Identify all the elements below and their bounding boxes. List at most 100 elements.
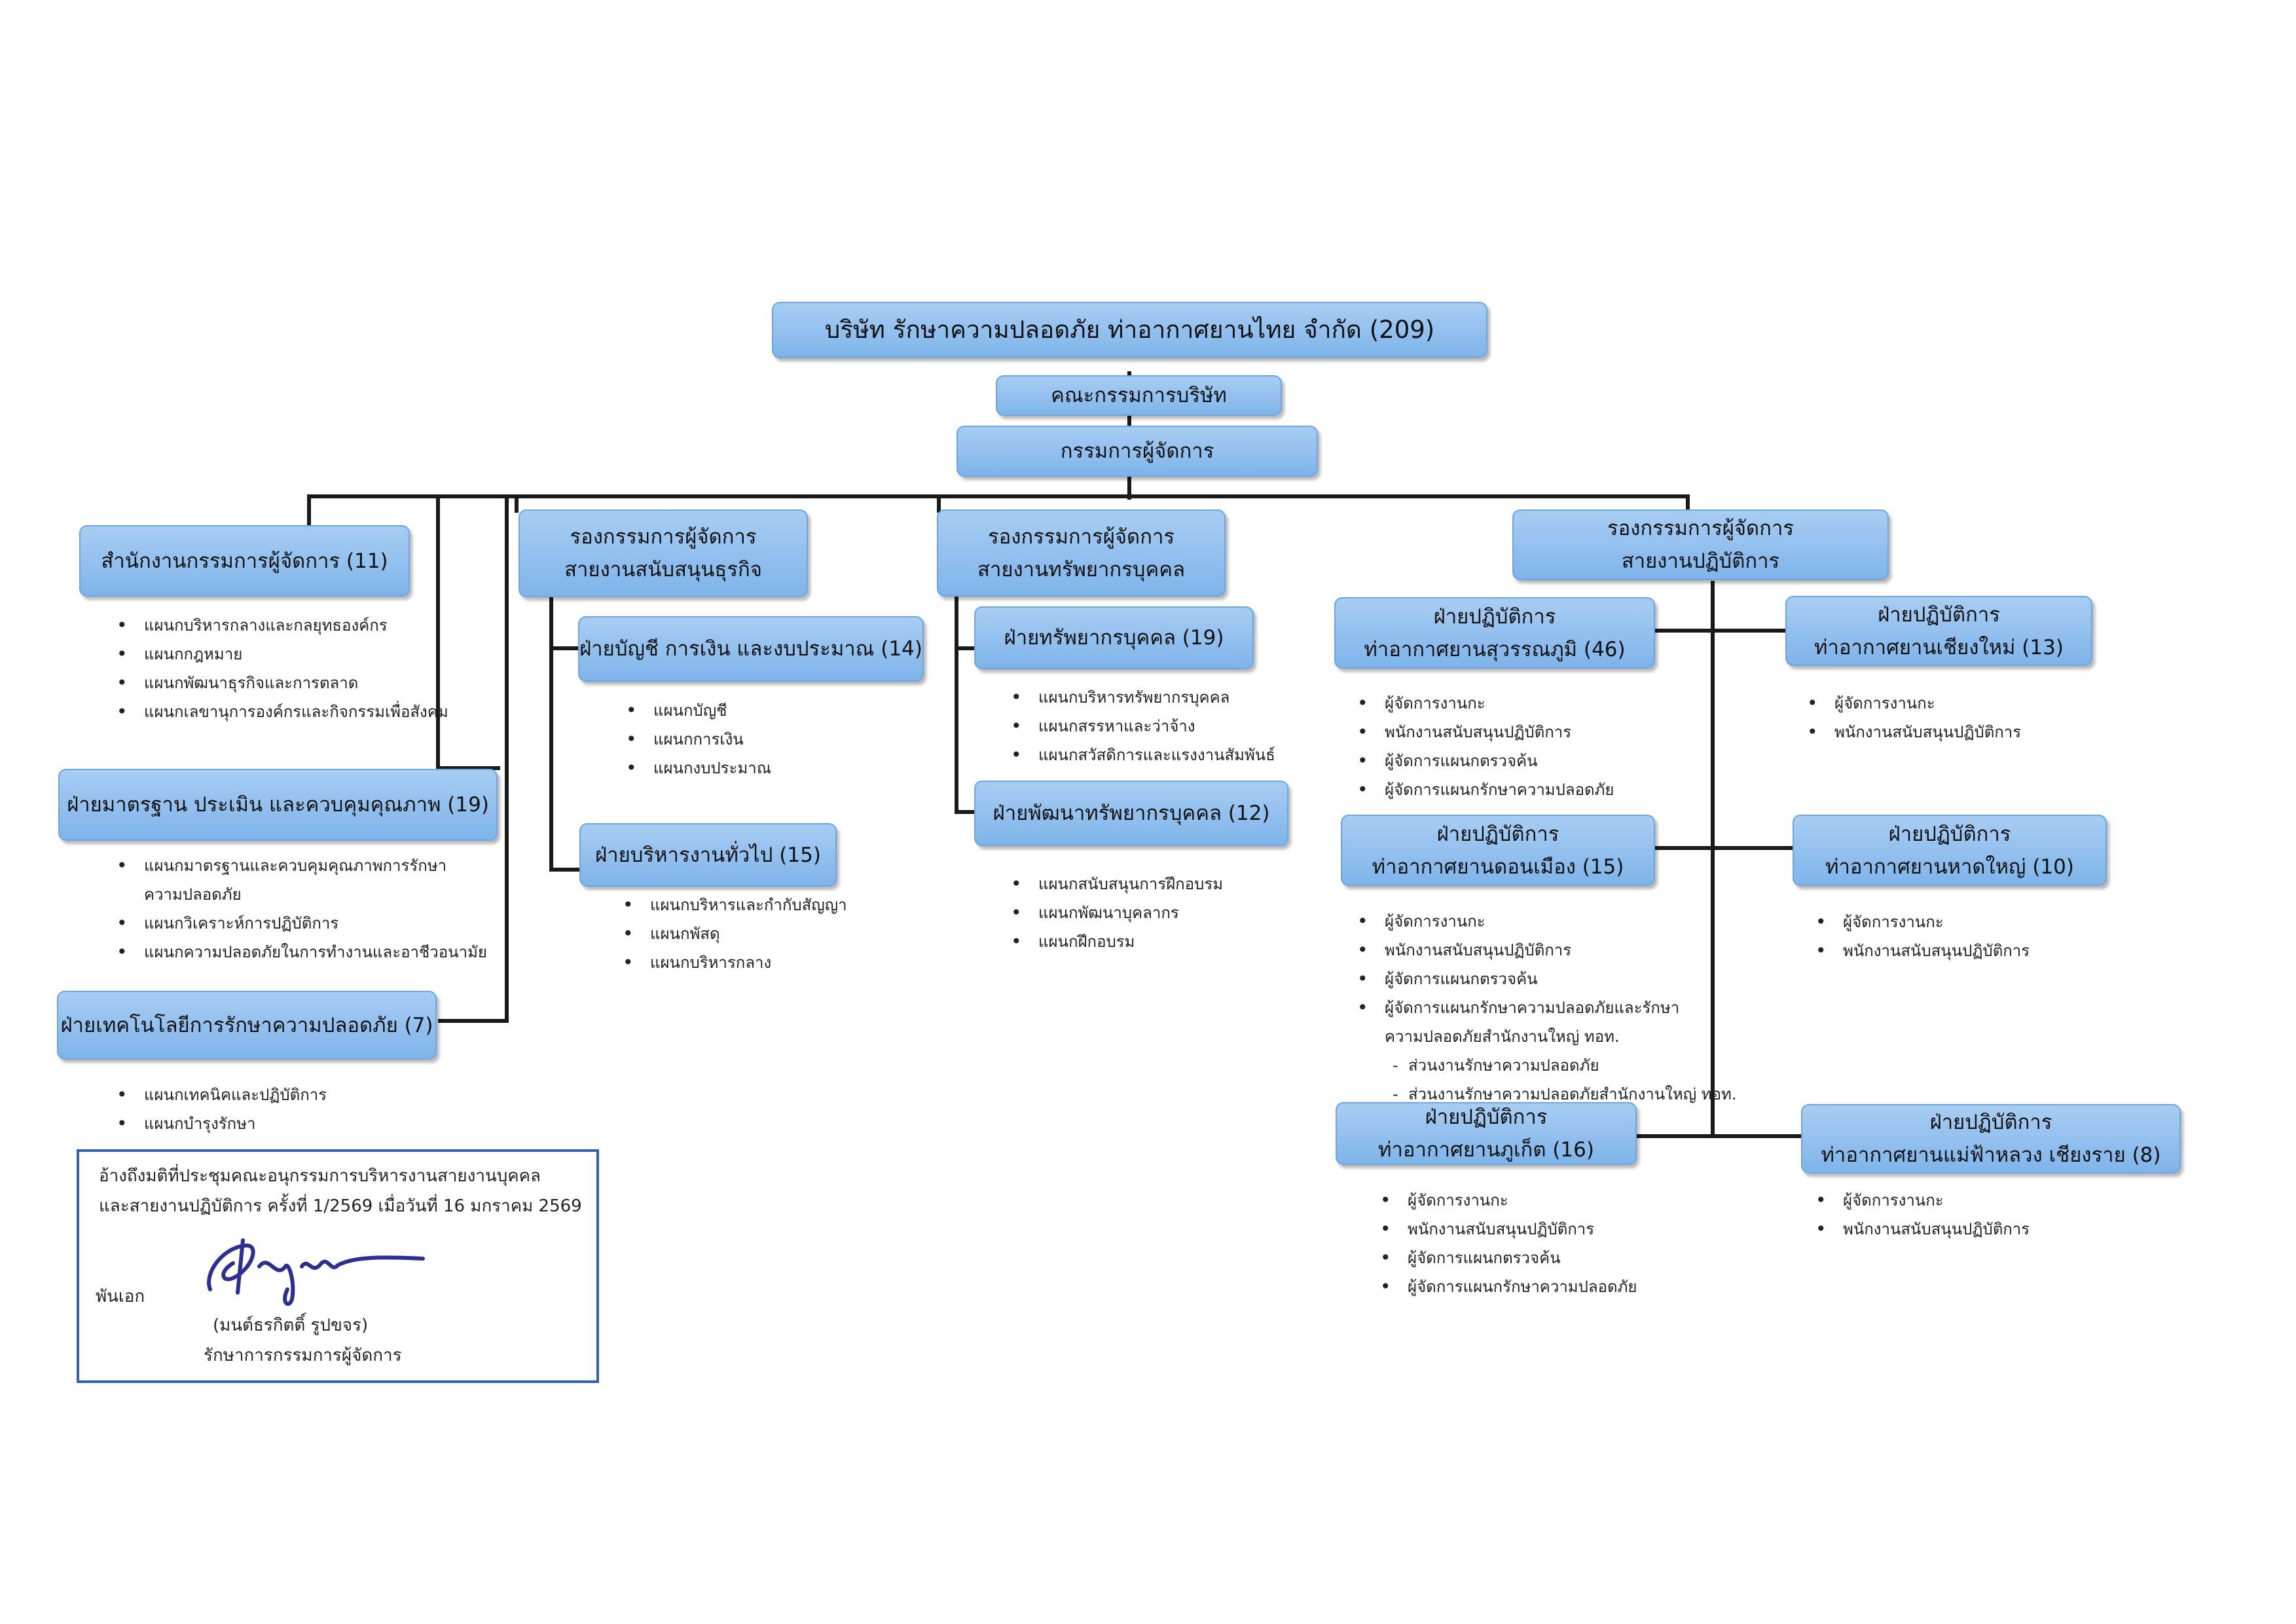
list-item: ผู้จัดการงานกะ [1352, 689, 1614, 718]
list-item: พนักงานสนับสนุนปฏิบัติการ [1375, 1215, 1637, 1244]
list-item: แผนกวิเคราะห์การปฏิบัติการ [111, 909, 487, 938]
list-item: แผนกพัสดุ [617, 919, 847, 948]
md-office-name: สำนักงานกรรมการผู้จัดการ (11) [101, 549, 388, 573]
dmd-business-box: รองกรรมการผู้จัดการ สายงานสนับสนุนธุรกิจ [519, 509, 808, 597]
admin-name: ฝ่ายบริหารงานทั่วไป (15) [595, 843, 821, 867]
dmd-hr-line1: รองกรรมการผู้จัดการ [987, 525, 1175, 549]
finance-name: ฝ่ายบัญชี การเงิน และงบประมาณ (14) [579, 637, 922, 661]
md-label: กรรมการผู้จัดการ [1060, 439, 1214, 463]
ops-hkt-line1: ฝ่ายปฏิบัติการ [1425, 1105, 1548, 1129]
finance-box: ฝ่ายบัญชี การเงิน และงบประมาณ (14) [578, 616, 924, 682]
ops-cei-line2: ท่าอากาศยานแม่ฟ้าหลวง เชียงราย (8) [1821, 1143, 2161, 1167]
list-item: ผู้จัดการแผนกรักษาความปลอดภัย [1375, 1272, 1637, 1301]
ops-cnx-line1: ฝ่ายปฏิบัติการ [1878, 602, 2000, 627]
finance-list: แผนกบัญชี แผนกการเงิน แผนกงบประมาณ [621, 696, 771, 783]
dmd-hr-box: รองกรรมการผู้จัดการ สายงานทรัพยากรบุคคล [937, 509, 1226, 597]
security-tech-name: ฝ่ายเทคโนโลยีการรักษาความปลอดภัย (7) [60, 1013, 433, 1037]
md-box: กรรมการผู้จัดการ [957, 426, 1318, 477]
dmd-ops-box: รองกรรมการผู้จัดการ สายงานปฏิบัติการ [1512, 509, 1889, 580]
list-item: แผนกบริหารและกำกับสัญญา [617, 891, 847, 919]
list-item: พนักงานสนับสนุนปฏิบัติการ [1810, 936, 2030, 965]
dmd-ops-line1: รองกรรมการผู้จัดการ [1607, 517, 1795, 540]
ops-bkk-list: ผู้จัดการงานกะ พนักงานสนับสนุนปฏิบัติการ… [1352, 689, 1614, 804]
handwritten-signature [207, 1238, 425, 1306]
list-item: แผนกสวัสดิการและแรงงานสัมพันธ์ [1006, 741, 1275, 769]
ops-bkk-line1: ฝ่ายปฏิบัติการ [1433, 604, 1556, 629]
dmd-ops-line2: สายงานปฏิบัติการ [1621, 549, 1780, 573]
hrd-list: แผนกสนับสนุนการฝึกอบรม แผนกพัฒนาบุคลากร … [1006, 870, 1223, 956]
list-item: แผนกงบประมาณ [621, 754, 771, 783]
ops-cnx-list: ผู้จัดการงานกะ พนักงานสนับสนุนปฏิบัติการ [1802, 689, 2021, 747]
hrd-name: ฝ่ายพัฒนาทรัพยากรบุคคล (12) [993, 802, 1270, 825]
ops-cei-list: ผู้จัดการงานกะ พนักงานสนับสนุนปฏิบัติการ [1810, 1186, 2030, 1244]
list-item: แผนกบริหารทรัพยากรบุคคล [1006, 683, 1275, 712]
list-item: แผนกสรรหาและว่าจ้าง [1006, 712, 1275, 741]
board-label: คณะกรรมการบริษัท [1051, 384, 1227, 407]
ops-dmk-line1: ฝ่ายปฏิบัติการ [1436, 822, 1559, 846]
standards-list: แผนกมาตรฐานและควบคุมคุณภาพการรักษา ความป… [111, 851, 487, 967]
list-item: พนักงานสนับสนุนปฏิบัติการ [1802, 718, 2021, 747]
list-item: ผู้จัดการแผนกตรวจค้น [1352, 747, 1614, 775]
list-item: แผนกบัญชี [621, 696, 771, 725]
ops-cei-line1: ฝ่ายปฏิบัติการ [1929, 1111, 2052, 1134]
list-item: แผนกสนับสนุนการฝึกอบรม [1006, 870, 1223, 898]
ops-dmk-list: ผู้จัดการงานกะ พนักงานสนับสนุนปฏิบัติการ… [1352, 907, 1736, 1109]
md-office-box: สำนักงานกรรมการผู้จัดการ (11) [79, 525, 410, 597]
company-name: บริษัท รักษาความปลอดภัย ท่าอากาศยานไทย จ… [824, 316, 1435, 344]
list-item: แผนกฝึกอบรม [1006, 927, 1223, 956]
ops-hdy-line1: ฝ่ายปฏิบัติการ [1888, 822, 2011, 846]
list-item: แผนกบำรุงรักษา [111, 1109, 327, 1138]
hr-list: แผนกบริหารทรัพยากรบุคคล แผนกสรรหาและว่าจ… [1006, 683, 1275, 769]
reference-line-1: อ้างถึงมติที่ประชุมคณะอนุกรรมการบริหารงา… [99, 1166, 541, 1186]
list-item: ผู้จัดการแผนกรักษาความปลอดภัย [1352, 775, 1614, 804]
dmd-hr-line2: สายงานทรัพยากรบุคคล [977, 557, 1185, 581]
ops-cnx-line2: ท่าอากาศยานเชียงใหม่ (13) [1814, 635, 2064, 659]
list-item: ผู้จัดการแผนกรักษาความปลอดภัยและรักษา [1352, 993, 1736, 1022]
ops-hkt-line2: ท่าอากาศยานภูเก็ต (16) [1378, 1138, 1594, 1162]
ops-cnx-box: ฝ่ายปฏิบัติการ ท่าอากาศยานเชียงใหม่ (13) [1785, 596, 2092, 666]
hrd-box: ฝ่ายพัฒนาทรัพยากรบุคคล (12) [974, 781, 1288, 846]
admin-list: แผนกบริหารและกำกับสัญญา แผนกพัสดุ แผนกบร… [617, 891, 847, 977]
ops-hkt-box: ฝ่ายปฏิบัติการ ท่าอากาศยานภูเก็ต (16) [1336, 1102, 1637, 1165]
list-item: ผู้จัดการแผนกตรวจค้น [1375, 1244, 1637, 1272]
ops-bkk-line2: ท่าอากาศยานสุวรรณภูมิ (46) [1364, 637, 1626, 661]
list-item-continued: ความปลอดภัยสำนักงานใหญ่ ทอท. [1385, 1027, 1620, 1046]
list-item: แผนกบริหารกลางและกลยุทธองค์กร [111, 611, 448, 640]
ops-dmk-box: ฝ่ายปฏิบัติการ ท่าอากาศยานดอนเมือง (15) [1341, 815, 1655, 886]
signer-name: (มนต์ธรกิตติ์ รูปขจร) [213, 1316, 369, 1335]
ops-hdy-box: ฝ่ายปฏิบัติการ ท่าอากาศยานหาดใหญ่ (10) [1793, 815, 2107, 886]
company-box: บริษัท รักษาความปลอดภัย ท่าอากาศยานไทย จ… [772, 302, 1487, 358]
list-sub-item: ส่วนงานรักษาความปลอดภัยสำนักงานใหญ่ ทอท. [1352, 1080, 1736, 1109]
list-item: ผู้จัดการงานกะ [1810, 1186, 2030, 1215]
board-box: คณะกรรมการบริษัท [996, 375, 1282, 416]
reference-box: อ้างถึงมติที่ประชุมคณะอนุกรรมการบริหารงา… [77, 1149, 599, 1383]
list-item: แผนกความปลอดภัยในการทำงานและอาชีวอนามัย [111, 938, 487, 967]
security-tech-list: แผนกเทคนิคและปฏิบัติการ แผนกบำรุงรักษา [111, 1080, 327, 1138]
list-item: ผู้จัดการงานกะ [1810, 908, 2030, 936]
list-item: แผนกพัฒนาบุคลากร [1006, 898, 1223, 927]
ops-cei-box: ฝ่ายปฏิบัติการ ท่าอากาศยานแม่ฟ้าหลวง เชี… [1801, 1104, 2181, 1173]
list-item-continued: ความปลอดภัย [144, 885, 242, 904]
list-item: ผู้จัดการงานกะ [1375, 1186, 1637, 1215]
standards-name: ฝ่ายมาตรฐาน ประเมิน และควบคุมคุณภาพ (19) [67, 793, 489, 817]
reference-line-2: และสายงานปฏิบัติการ ครั้งที่ 1/2569 เมื่… [99, 1196, 582, 1216]
dmd-business-line1: รองกรรมการผู้จัดการ [570, 525, 757, 549]
ops-hdy-list: ผู้จัดการงานกะ พนักงานสนับสนุนปฏิบัติการ [1810, 908, 2030, 965]
security-tech-box: ฝ่ายเทคโนโลยีการรักษาความปลอดภัย (7) [57, 991, 437, 1060]
hr-box: ฝ่ายทรัพยากรบุคคล (19) [974, 606, 1254, 669]
list-item: แผนกเลขานุการองค์กรและกิจกรรมเพื่อสังคม [111, 697, 448, 726]
list-item: แผนกพัฒนาธุรกิจและการตลาด [111, 669, 448, 697]
admin-box: ฝ่ายบริหารงานทั่วไป (15) [579, 823, 837, 887]
list-item: แผนกกฎหมาย [111, 640, 448, 669]
list-item: ผู้จัดการงานกะ [1802, 689, 2021, 718]
list-item: แผนกการเงิน [621, 725, 771, 754]
md-office-list: แผนกบริหารกลางและกลยุทธองค์กร แผนกกฎหมาย… [111, 611, 448, 726]
list-sub-item: ส่วนงานรักษาความปลอดภัย [1352, 1051, 1736, 1080]
ops-dmk-line2: ท่าอากาศยานดอนเมือง (15) [1372, 855, 1624, 879]
list-item: ผู้จัดการงานกะ [1352, 907, 1736, 936]
dmd-business-line2: สายงานสนับสนุนธุรกิจ [564, 558, 762, 581]
ops-hkt-list: ผู้จัดการงานกะ พนักงานสนับสนุนปฏิบัติการ… [1375, 1186, 1637, 1301]
standards-box: ฝ่ายมาตรฐาน ประเมิน และควบคุมคุณภาพ (19) [58, 769, 498, 841]
list-item: แผนกมาตรฐานและควบคุมคุณภาพการรักษา [111, 851, 487, 880]
list-item: แผนกเทคนิคและปฏิบัติการ [111, 1080, 327, 1109]
